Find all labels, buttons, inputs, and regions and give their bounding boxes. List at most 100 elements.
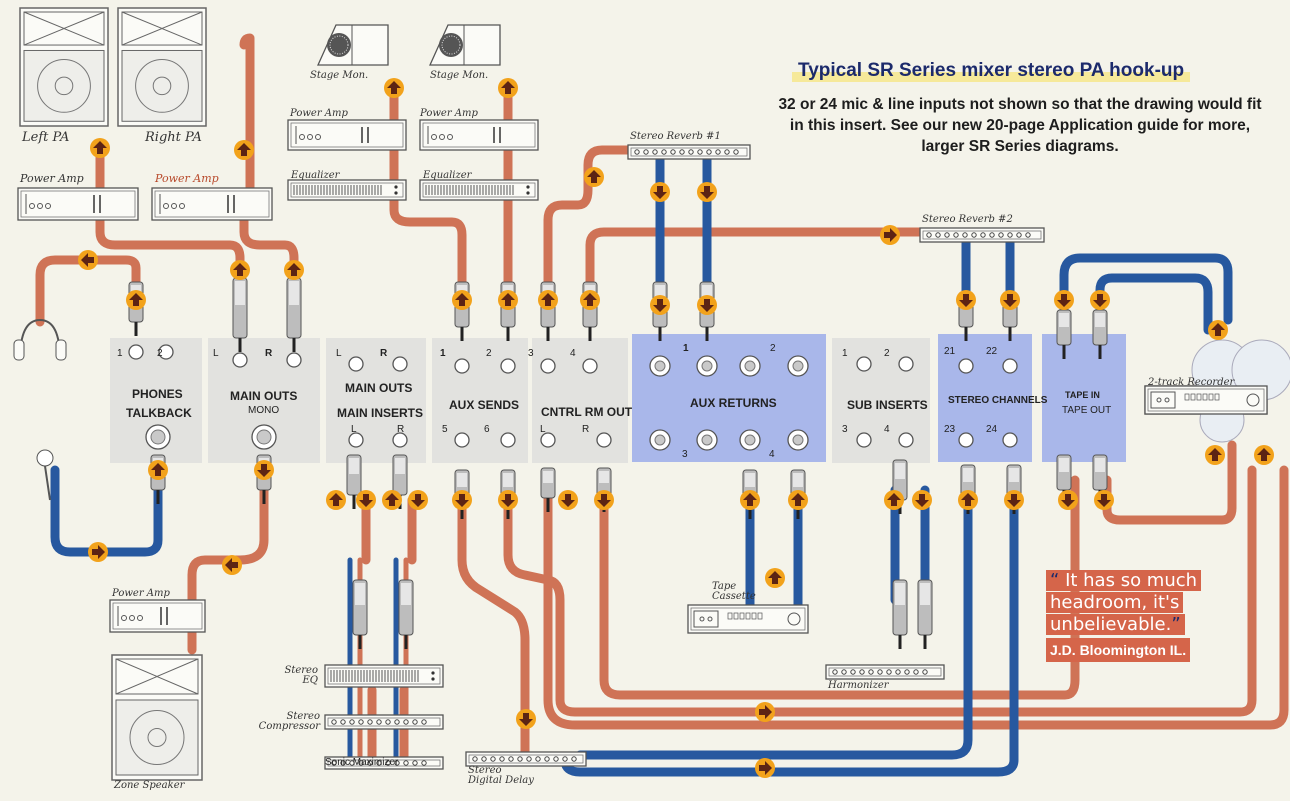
power-amp-mon1 (287, 119, 407, 151)
arrow-33-down-icon (452, 490, 472, 510)
equalizer-2 (419, 179, 539, 201)
label-stereo-channels: STEREO CHANNELS (948, 395, 1048, 406)
stage-monitor-2 (428, 24, 501, 66)
jack-label-si2: 2 (884, 348, 890, 359)
jack-label-si1: 1 (842, 348, 848, 359)
arrow-23-up-icon (1254, 445, 1274, 465)
jack-label-21: 21 (944, 346, 956, 357)
connector-2 (286, 277, 302, 352)
jack-12 (540, 358, 556, 374)
power-amp-zone (109, 599, 206, 633)
connector-11 (1056, 309, 1072, 359)
stereo-reverb-1 (627, 144, 751, 160)
label-power-amp-2: Power Amp (155, 172, 219, 185)
arrow-20-down-icon (1090, 290, 1110, 310)
jack-label-R: R (265, 348, 273, 359)
connector-15 (346, 454, 362, 509)
arrow-10-up-icon (580, 290, 600, 310)
stereo-reverb-2 (919, 227, 1045, 243)
jack-33 (1002, 432, 1018, 448)
headphones-cup-r (55, 339, 67, 361)
label-mono: MONO (248, 405, 280, 416)
cable-rightpa-up (239, 33, 255, 205)
stereo-digital-delay-unit (465, 751, 587, 767)
jack-label-L: L (213, 348, 219, 359)
jack-5-inner (256, 429, 272, 445)
quote-attribution: J.D. Bloomington IL. (1046, 638, 1191, 662)
jack-10 (454, 358, 470, 374)
jack-2-inner (150, 429, 166, 445)
arrow-7-up-icon (452, 290, 472, 310)
jack-16 (540, 432, 556, 448)
jack-21-inner (792, 360, 804, 372)
panel-tape (1042, 334, 1126, 462)
arrow-21-up-icon (1208, 320, 1228, 340)
cable-stagemon1 (389, 80, 467, 300)
headphones-cup-l (13, 339, 25, 361)
cable-rightpa (239, 195, 299, 305)
connector-29 (398, 579, 414, 649)
jack-label-aux1: 1 (440, 348, 446, 359)
quote-line-2: headroom, it's (1046, 592, 1184, 613)
cable-reverb1 (543, 145, 640, 300)
label-talkback: TALKBACK (126, 406, 192, 420)
jack-26 (856, 356, 872, 372)
jack-label-aux2: 2 (486, 348, 492, 359)
cable-reverb2 (585, 227, 925, 300)
arrow-9-up-icon (538, 290, 558, 310)
arrow-42-up-icon (958, 490, 978, 510)
jack-25-inner (792, 434, 804, 446)
label-cntrl-rm-out: CNTRL RM OUT (541, 405, 633, 419)
arrow-44-down-icon (1058, 490, 1078, 510)
jack-label-si3: 3 (842, 424, 848, 435)
label-phones: PHONES (132, 387, 183, 401)
jack-22-inner (654, 434, 666, 446)
jack-27 (898, 356, 914, 372)
power-amp-left (17, 187, 139, 221)
quote-line-3: unbelievable. (1050, 614, 1172, 635)
label-main-outs: MAIN OUTS (230, 389, 298, 403)
jack-label-ar2: 2 (770, 343, 776, 354)
arrow-19-down-icon (1054, 290, 1074, 310)
speaker-zone (111, 654, 203, 781)
label-power-amp-4: Power Amp (420, 108, 478, 119)
arrow-15-down-icon (650, 295, 670, 315)
jack-label-mi-R: R (397, 424, 405, 435)
testimonial-quote: “ It has so much headroom, it's unbeliev… (1046, 570, 1236, 662)
jack-label-si4: 4 (884, 424, 890, 435)
arrow-1-up-icon (234, 140, 254, 160)
diagram-title: Typical SR Series mixer stereo PA hook-u… (792, 60, 1191, 82)
arrow-22-up-icon (1205, 445, 1225, 465)
cable-cntrl (543, 465, 1289, 730)
arrow-6-up-icon (498, 78, 518, 98)
connector-16 (392, 454, 408, 509)
arrow-17-down-icon (956, 290, 976, 310)
speaker-right-pa (117, 7, 207, 127)
microphone-body (44, 465, 51, 501)
stereo-compressor-unit (324, 714, 444, 730)
jack-20-inner (744, 360, 756, 372)
jack-30 (958, 358, 974, 374)
two-track-recorder-front (1144, 385, 1268, 415)
arrow-34-down-icon (498, 490, 518, 510)
power-amp-mon2 (419, 119, 539, 151)
tape-cassette-unit (687, 604, 809, 634)
arrow-45-down-icon (1094, 490, 1114, 510)
arrow-35-down-icon (558, 490, 578, 510)
jack-1 (158, 344, 174, 360)
label-aux-returns: AUX RETURNS (690, 396, 777, 410)
label-left-pa: Left PA (22, 130, 70, 145)
label-harmonizer: Harmonizer (828, 680, 889, 691)
label-reverb-2: Stereo Reverb #2 (922, 214, 1013, 225)
jack-24-inner (744, 434, 756, 446)
label-tape-out: TAPE OUT (1062, 405, 1112, 416)
jack-label-ar1: 1 (683, 343, 689, 354)
jack-label-ar4: 4 (769, 449, 775, 460)
arrow-0-up-icon (90, 138, 110, 158)
jack-19-inner (701, 360, 713, 372)
label-stage-mon-2: Stage Mon. (430, 70, 489, 81)
equalizer-1 (287, 179, 407, 201)
arrow-11-up-icon (584, 167, 604, 187)
jack-7 (392, 356, 408, 372)
